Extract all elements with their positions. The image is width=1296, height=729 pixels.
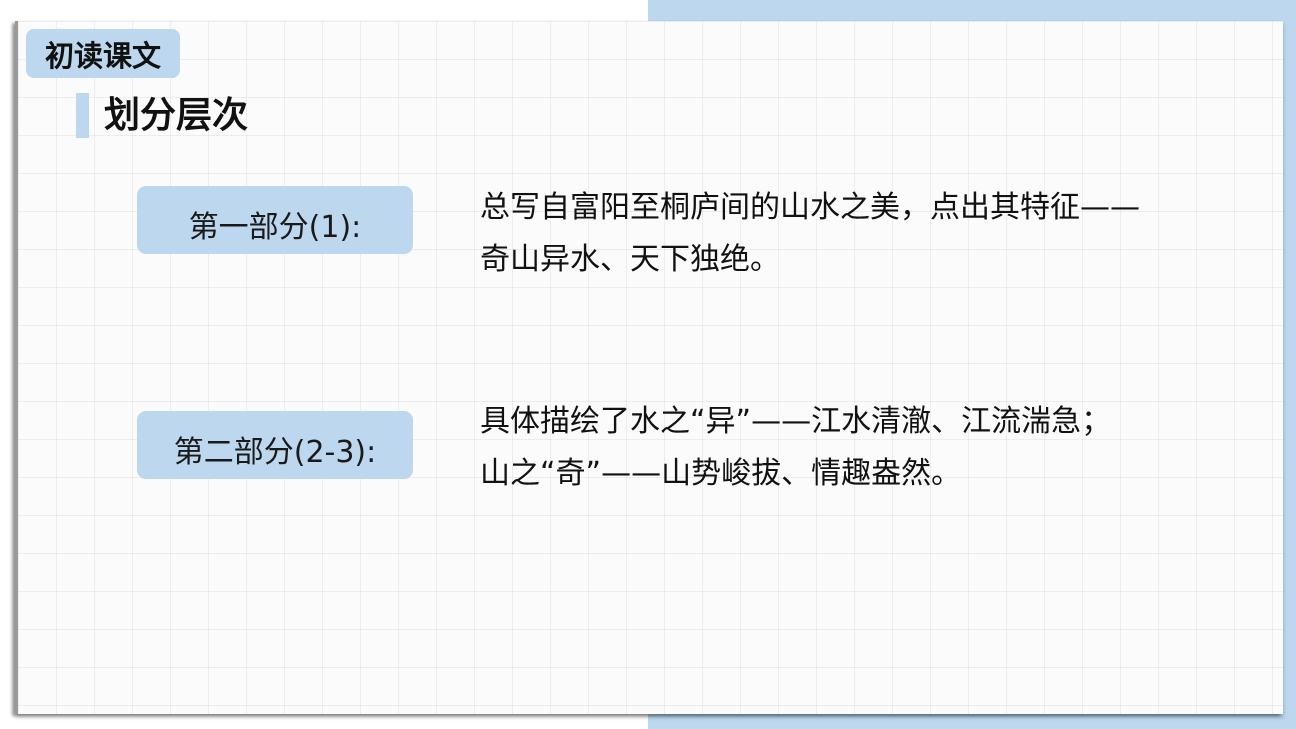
page-title: 划分层次 [104, 95, 249, 136]
part-two-label: 第二部分(2-3): [137, 411, 413, 479]
section-tag-label: 初读课文 [44, 38, 161, 73]
part-one-description-line-2: 奇山异水、天下独绝。 [480, 242, 780, 277]
part-two-label-text: 第二部分(2-3): [173, 435, 377, 470]
part-one-label-text: 第一部分(1): [188, 210, 362, 245]
part-two-description-line-1: 具体描绘了水之“异”——江水清澈、江流湍急； [480, 404, 1112, 439]
part-one-label: 第一部分(1): [137, 186, 413, 254]
part-two-description-line-2: 山之“奇”——山势峻拔、情趣盎然。 [480, 456, 962, 491]
heading-accent-bar [76, 93, 89, 138]
section-tag: 初读课文 [26, 29, 180, 78]
part-two-description: 具体描绘了水之“异”——江水清澈、江流湍急； 山之“奇”——山势峻拔、情趣盎然。 [480, 396, 1220, 500]
part-one-description: 总写自富阳至桐庐间的山水之美，点出其特征—— 奇山异水、天下独绝。 [480, 182, 1220, 286]
slide-card [15, 21, 1283, 714]
part-one-description-line-1: 总写自富阳至桐庐间的山水之美，点出其特征—— [480, 190, 1140, 225]
